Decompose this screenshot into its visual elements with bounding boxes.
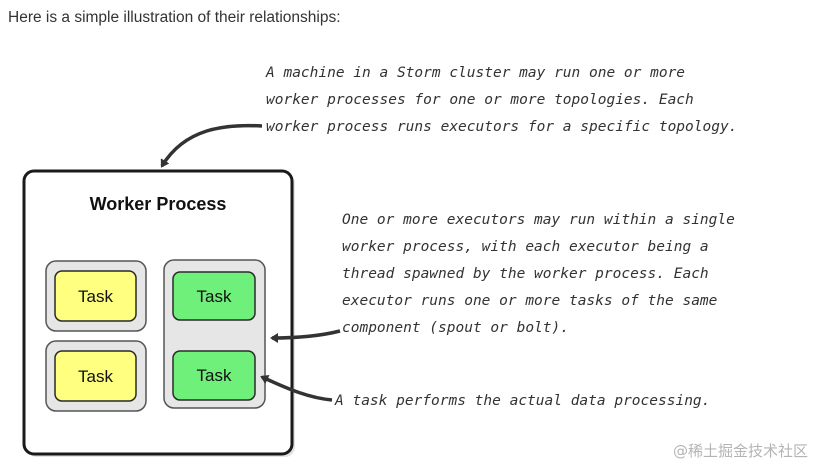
task-label: Task — [78, 367, 113, 386]
machine-arrow — [160, 123, 263, 168]
machine-annotation-line: worker process runs executors for a spec… — [266, 119, 737, 135]
machine-annotation: A machine in a Storm cluster may run one… — [265, 65, 737, 135]
worker-process-title: Worker Process — [90, 194, 227, 214]
task-label: Task — [197, 366, 232, 385]
task-rect — [172, 350, 256, 401]
executor-annotation-line: executor runs one or more tasks of the s… — [342, 293, 717, 309]
executor-box: Task — [45, 340, 147, 412]
machine-annotation-line: worker processes for one or more topolog… — [266, 92, 694, 108]
task-rect — [54, 350, 137, 402]
task-annotation: A task performs the actual data processi… — [334, 393, 710, 409]
task-rect — [54, 270, 137, 322]
executor-annotation-line: component (spout or bolt). — [342, 320, 569, 336]
task-label: Task — [197, 287, 232, 306]
task-rect — [172, 271, 256, 321]
executor-arrow — [270, 329, 341, 343]
executor-annotation-line: thread spawned by the worker process. Ea… — [342, 266, 709, 282]
machine-annotation-line: A machine in a Storm cluster may run one… — [265, 65, 685, 81]
executor-annotation-line: One or more executors may run within a s… — [342, 212, 735, 228]
executor-box: Task — [45, 260, 147, 332]
task-arrow — [260, 374, 333, 402]
executor-box: Task Task — [163, 259, 266, 409]
executor-annotation-line: worker process, with each executor being… — [342, 239, 709, 255]
executor-annotation: One or more executors may run within a s… — [342, 212, 735, 336]
watermark: @稀土掘金技术社区 — [673, 442, 808, 460]
task-box: Task — [54, 270, 137, 322]
task-box: Task — [172, 350, 256, 401]
task-box: Task — [54, 350, 137, 402]
task-box: Task — [172, 271, 256, 321]
intro-text: Here is a simple illustration of their r… — [8, 9, 341, 26]
task-label: Task — [78, 287, 113, 306]
